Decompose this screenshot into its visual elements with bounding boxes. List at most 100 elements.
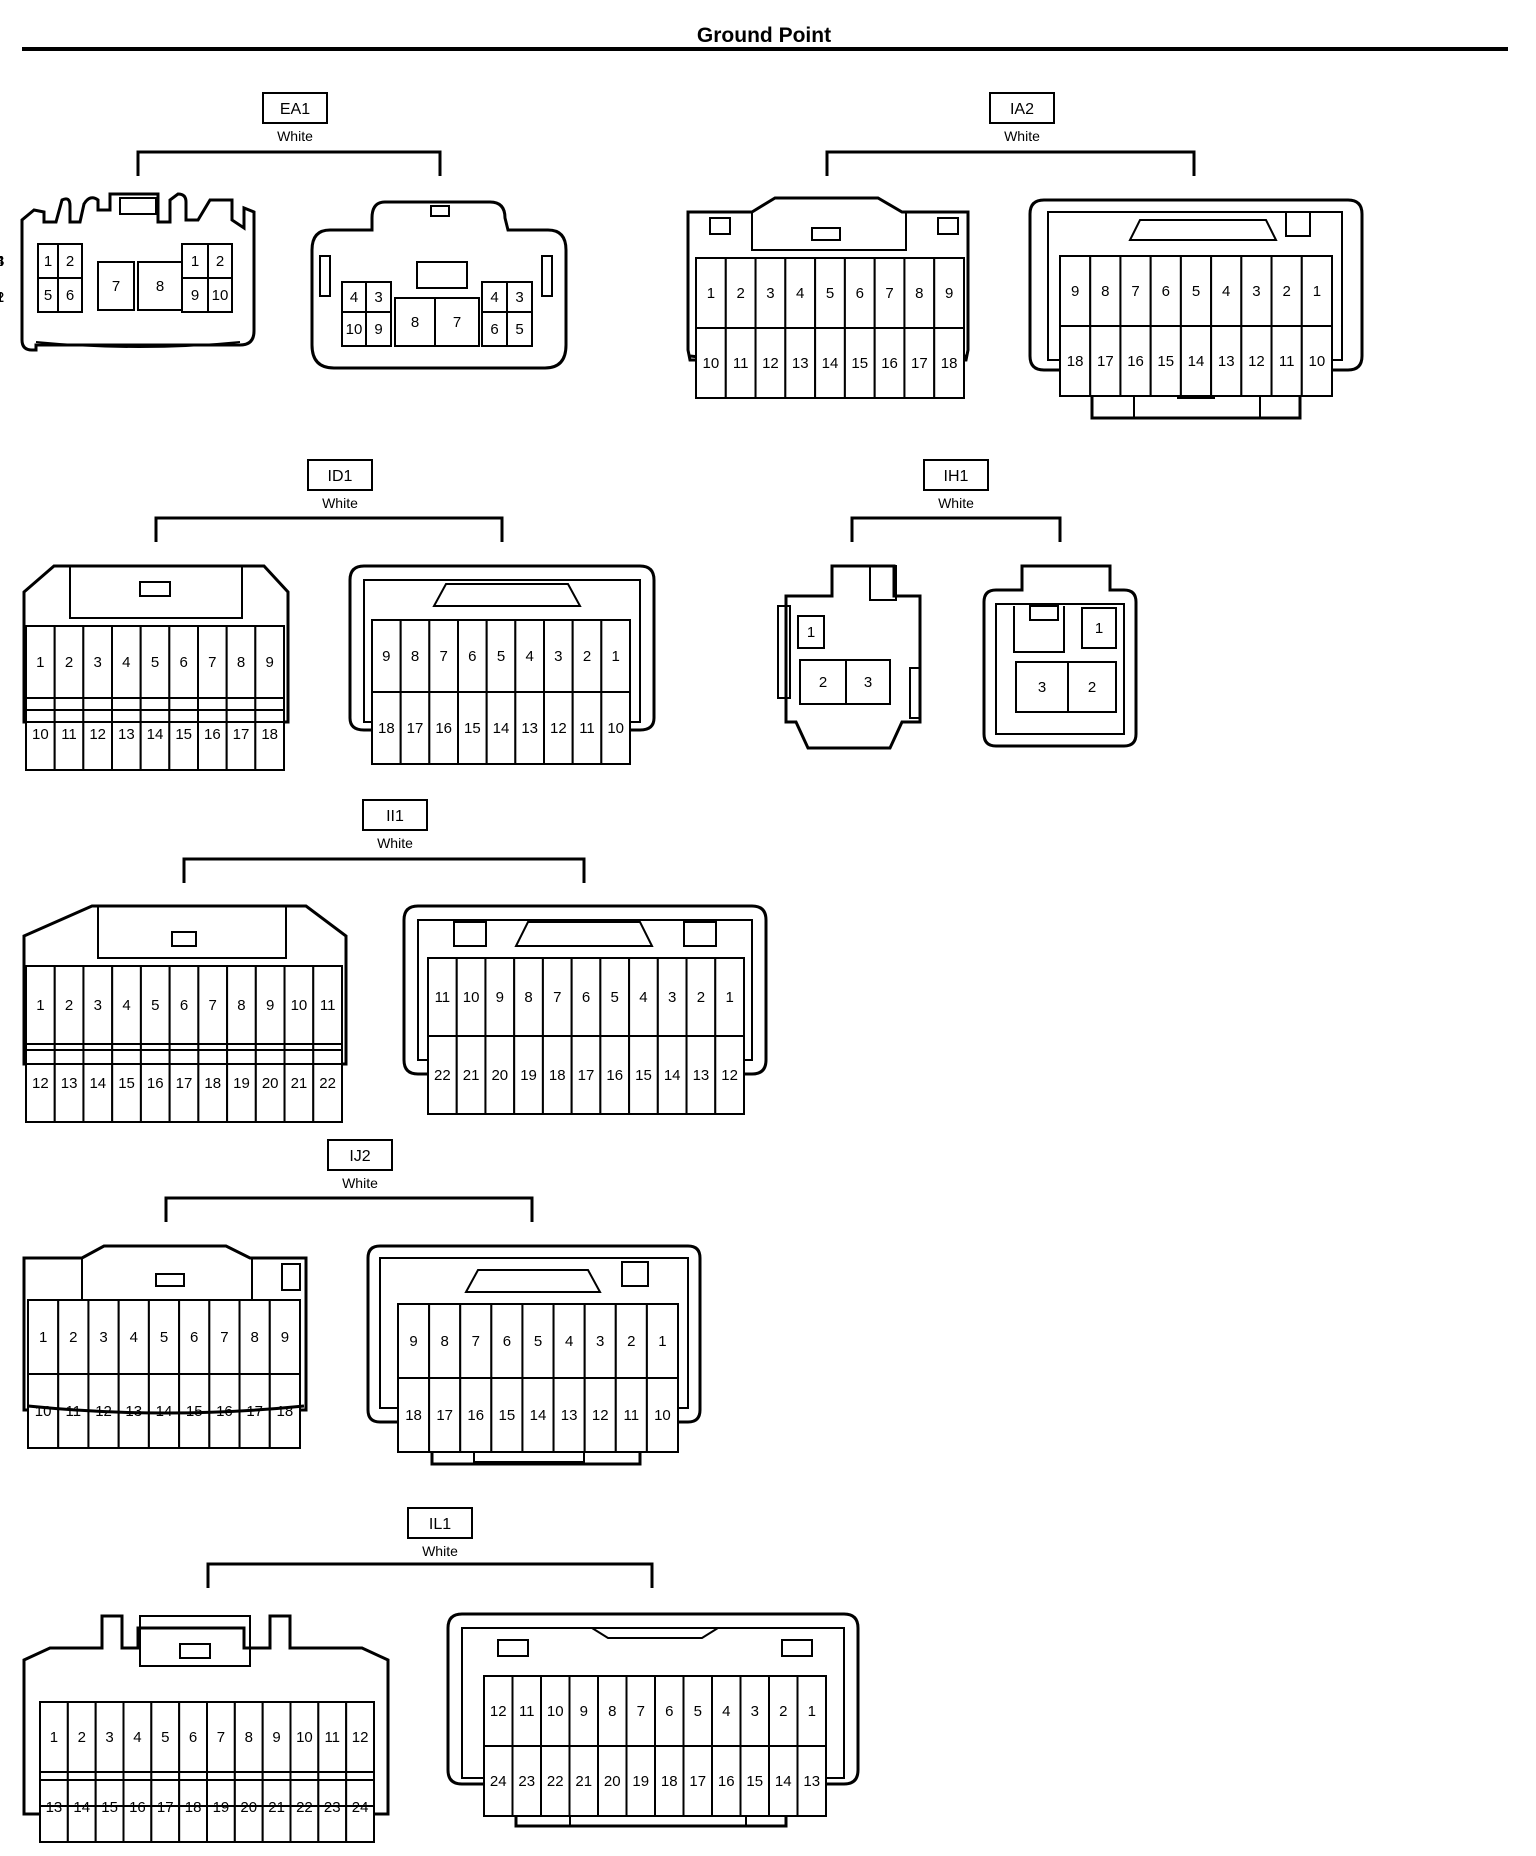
- pin-label: 6: [503, 1333, 511, 1350]
- right-key: [781, 1639, 813, 1657]
- pin-label: 9: [265, 654, 273, 671]
- connector-code: IA2: [1010, 101, 1034, 118]
- pin-label: 11: [435, 989, 451, 1006]
- pin-label: 12: [352, 1729, 369, 1746]
- pin-label: 14: [822, 355, 839, 372]
- pin-label: 6: [189, 1729, 197, 1746]
- pin-label: 4: [525, 648, 533, 665]
- right-latch: [1128, 219, 1278, 241]
- pin-label: 4: [350, 289, 358, 306]
- pin-label: 3: [554, 648, 562, 665]
- pin-cell: [111, 625, 142, 699]
- pin-label: 2: [216, 253, 224, 270]
- pin-label: 10: [212, 287, 229, 304]
- pin-label: 12: [762, 355, 779, 372]
- pin-label: 9: [374, 321, 382, 338]
- pin-cell: [397, 1377, 431, 1453]
- pin-label: 2: [736, 285, 744, 302]
- pin-label: 9: [409, 1333, 417, 1350]
- pin-label: 1: [1095, 620, 1103, 637]
- pin-label: 7: [439, 648, 447, 665]
- pin-label: 8: [524, 989, 532, 1006]
- pin-cell: [903, 327, 936, 399]
- pin-label: 6: [856, 285, 864, 302]
- pin-label: 9: [496, 989, 504, 1006]
- pin-label: 2: [0, 289, 4, 306]
- pin-cell: [597, 1675, 628, 1747]
- pin-cell: [1059, 325, 1092, 397]
- pin-label: 8: [156, 278, 164, 295]
- pin-label: 8: [1101, 283, 1109, 300]
- pin-label: 11: [66, 1403, 82, 1420]
- right-rib: [541, 255, 553, 297]
- right-key: [621, 1261, 649, 1287]
- pin-cell: [1149, 325, 1182, 397]
- pin-cell: [600, 691, 631, 765]
- connector-bracket: [825, 150, 1196, 176]
- pin-label: 20: [240, 1799, 257, 1816]
- pin-cell: [514, 691, 545, 765]
- pin-label: 1: [0, 289, 4, 306]
- pin-label: 10: [703, 355, 720, 372]
- pin-label: 10: [607, 720, 624, 737]
- pin-label: 6: [665, 1703, 673, 1720]
- pin-label: 3: [99, 1329, 107, 1346]
- right-latch: [1029, 605, 1059, 621]
- pin-label: 14: [530, 1407, 547, 1424]
- left-rib: [909, 667, 921, 719]
- left-latch: [119, 197, 157, 215]
- pin-label: 2: [1282, 283, 1290, 300]
- pin-cell: [1300, 325, 1334, 397]
- pin-label: 4: [0, 253, 4, 270]
- pin-cell: [571, 619, 603, 693]
- pin-label: 1: [808, 1703, 816, 1720]
- pin-label: 13: [118, 726, 135, 743]
- pin-cell: [225, 625, 257, 699]
- pin-label: 13: [561, 1407, 578, 1424]
- pin-label: 17: [176, 1075, 193, 1092]
- pin-label: 18: [378, 720, 395, 737]
- pin-label: 8: [237, 997, 245, 1014]
- pin-label: 21: [575, 1773, 592, 1790]
- pin-label: 18: [185, 1799, 202, 1816]
- pin-cell: [1015, 661, 1069, 713]
- pin-label: 1: [191, 253, 199, 270]
- pin-cell: [796, 1675, 827, 1747]
- pin-cell: [82, 965, 114, 1045]
- pin-label: 1: [611, 648, 619, 665]
- left-housing: [22, 1614, 390, 1816]
- pin-label: 8: [237, 654, 245, 671]
- pin-label: 1: [1313, 283, 1321, 300]
- pin-cell: [814, 257, 846, 329]
- pin-cell: [540, 1745, 571, 1817]
- pin-label: 18: [261, 726, 278, 743]
- pin-label: 23: [324, 1799, 341, 1816]
- pin-label: 16: [718, 1773, 735, 1790]
- pin-label: 6: [66, 287, 74, 304]
- pin-cell: [289, 1701, 320, 1773]
- pin-label: 11: [624, 1407, 640, 1424]
- pin-cell: [714, 957, 745, 1037]
- pin-label: 13: [803, 1773, 820, 1790]
- left-latch: [811, 227, 841, 241]
- pin-label: 15: [118, 1075, 135, 1092]
- pin-label: 1: [50, 1729, 58, 1746]
- pin-cell: [254, 965, 286, 1045]
- pin-label: 4: [796, 285, 804, 302]
- pin-cell: [427, 1035, 458, 1115]
- pin-label: 4: [722, 1703, 730, 1720]
- pin-label: 15: [851, 355, 868, 372]
- pin-label: 20: [491, 1067, 508, 1084]
- pin-label: 19: [213, 1799, 230, 1816]
- pin-cell: [268, 1373, 301, 1449]
- left-side: [777, 605, 791, 699]
- left-hood: [751, 212, 907, 251]
- pin-label: 12: [1248, 353, 1265, 370]
- pin-label: 18: [1067, 353, 1084, 370]
- pin-label: 16: [147, 1075, 164, 1092]
- pin-cell: [1149, 255, 1182, 327]
- pin-cell: [543, 619, 574, 693]
